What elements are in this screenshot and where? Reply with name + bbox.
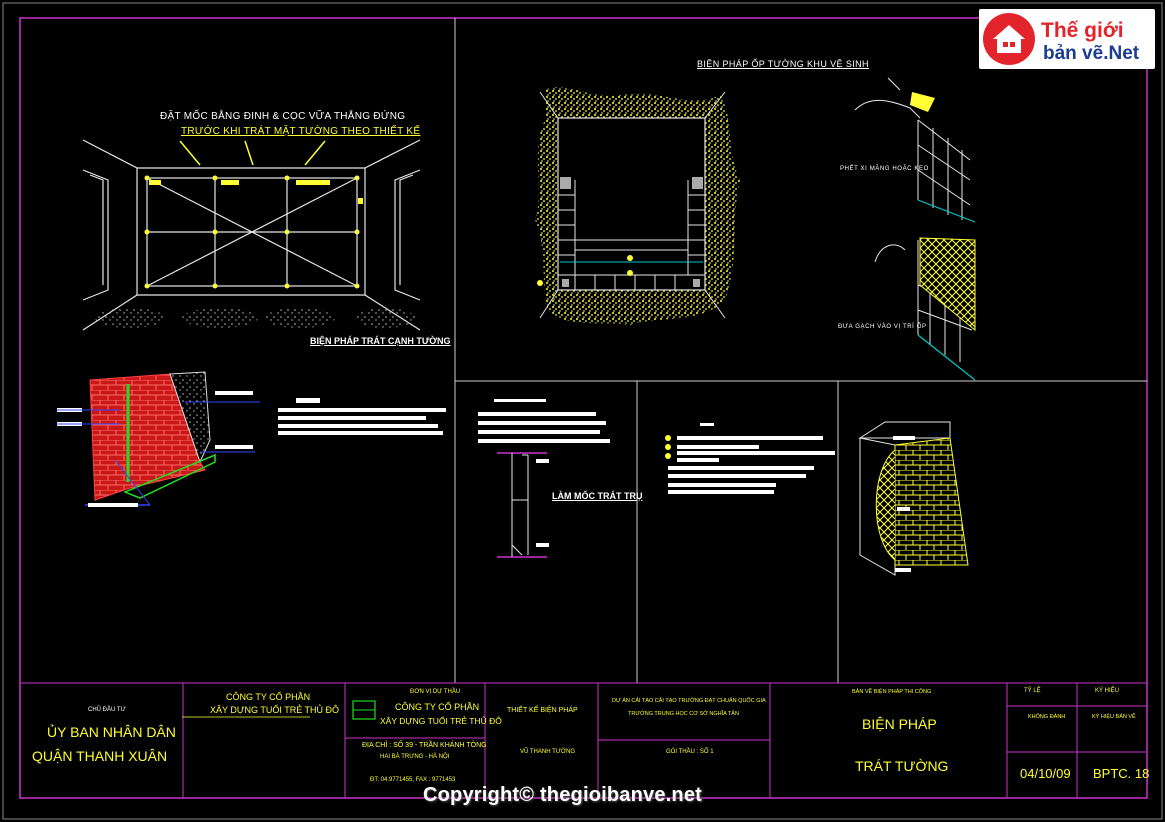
logo-text-line1: Thế giới [1041,19,1124,42]
note-cement-glue: PHẾT XI MĂNG HOẶC KEO [840,166,929,172]
logo-text-line2: bản vẽ.Net [1043,43,1140,64]
investor-label: CHỦ ĐẦU TƯ [88,707,126,713]
site-logo[interactable]: Thế giới bản vẽ.Net [979,9,1155,69]
toilet-plan-drawing [535,87,740,325]
drawing-type: BẢN VẼ BIỆN PHÁP THI CÔNG [852,689,932,695]
package-number: GÓI THẦU : SỐ 1 [666,749,714,755]
scale-label: TỶ LỆ [1024,688,1041,694]
sheet-value: KÝ HIỆU BẢN VẼ [1092,714,1136,720]
copyright-watermark: Copyright© thegioibanve.net [423,784,703,806]
wall-plaster-caption: BIỆN PHÁP TRÁT CẠNH TƯỜNG [310,336,451,346]
title-block-grid [20,682,1147,798]
contractor-line2: XÂY DỰNG TUỔI TRẺ THỦ ĐÔ [210,705,340,715]
floor-rubble [95,308,415,328]
drawing-title-line2: TRÁT TƯỜNG [855,758,949,774]
investor-name-line1: ỦY BAN NHÂN DÂN [47,724,176,740]
project-line2: TRƯỜNG TRUNG HỌC CƠ SỞ NGHĨA TÂN [628,711,739,717]
designer-name: VŨ THANH TƯỜNG [520,749,576,755]
wall-plaster-title-line1: ĐẶT MỐC BẰNG ĐINH & CỌC VỮA THẲNG ĐỨNG [160,111,406,122]
column-marker-caption: LÀM MỐC TRÁT TRỤ [552,491,643,501]
tiling-step-drawings [854,77,976,381]
scale-value: KHÔNG ĐÁNH [1028,714,1066,720]
toilet-tiling-title: BIỆN PHÁP ỐP TƯỜNG KHU VỆ SINH [697,59,869,69]
bidder-address-line1: ĐỊA CHỈ : SỐ 39 - TRẦN KHÁNH TÔNG [362,742,487,749]
project-line1: DỰ ÁN CẢI TẠO CẢI TẠO TRƯỜNG ĐẠT CHUẨN Q… [612,698,766,704]
bidder-line2: XÂY DỰNG TUỔI TRẺ THỦ ĐÔ [380,716,502,726]
bidder-label: ĐƠN VỊ DỰ THẦU [410,689,461,695]
column-marker-drawing [478,399,610,558]
investor-name-line2: QUẬN THANH XUÂN [32,748,168,764]
wall-plaster-title-line2: TRƯỚC KHI TRÁT MẶT TƯỜNG THEO THIẾT KẾ [181,126,421,137]
column-plaster-drawing [858,421,969,576]
wall-section-notes [278,398,446,435]
bidder-phone: ĐT: 04.9771455, FAX : 9771453 [370,777,456,783]
house-icon [983,13,1035,65]
sheet-label: KÝ HIỆU [1095,688,1120,694]
drawing-title-line1: BIỆN PHÁP [862,716,937,732]
bidder-line1: CÔNG TY CỔ PHẦN [395,702,480,712]
wall-plaster-markers [144,175,363,289]
leader-lines [179,140,326,166]
wall-plaster-room-drawing [82,139,421,331]
brick-wall-section [57,371,260,507]
drawing-date: 04/10/09 [1020,766,1071,781]
bidder-address-line2: HAI BÀ TRƯNG - HÀ NỘI [380,754,450,760]
design-label: THIẾT KẾ BIỆN PHÁP [507,707,578,714]
note-place-tile: ĐƯA GẠCH VÀO VỊ TRÍ ỐP [838,324,927,330]
notes-list [665,423,835,494]
sheet-code: BPTC. 18 [1093,766,1150,781]
contractor-line1: CÔNG TY CỔ PHẦN [226,692,311,702]
